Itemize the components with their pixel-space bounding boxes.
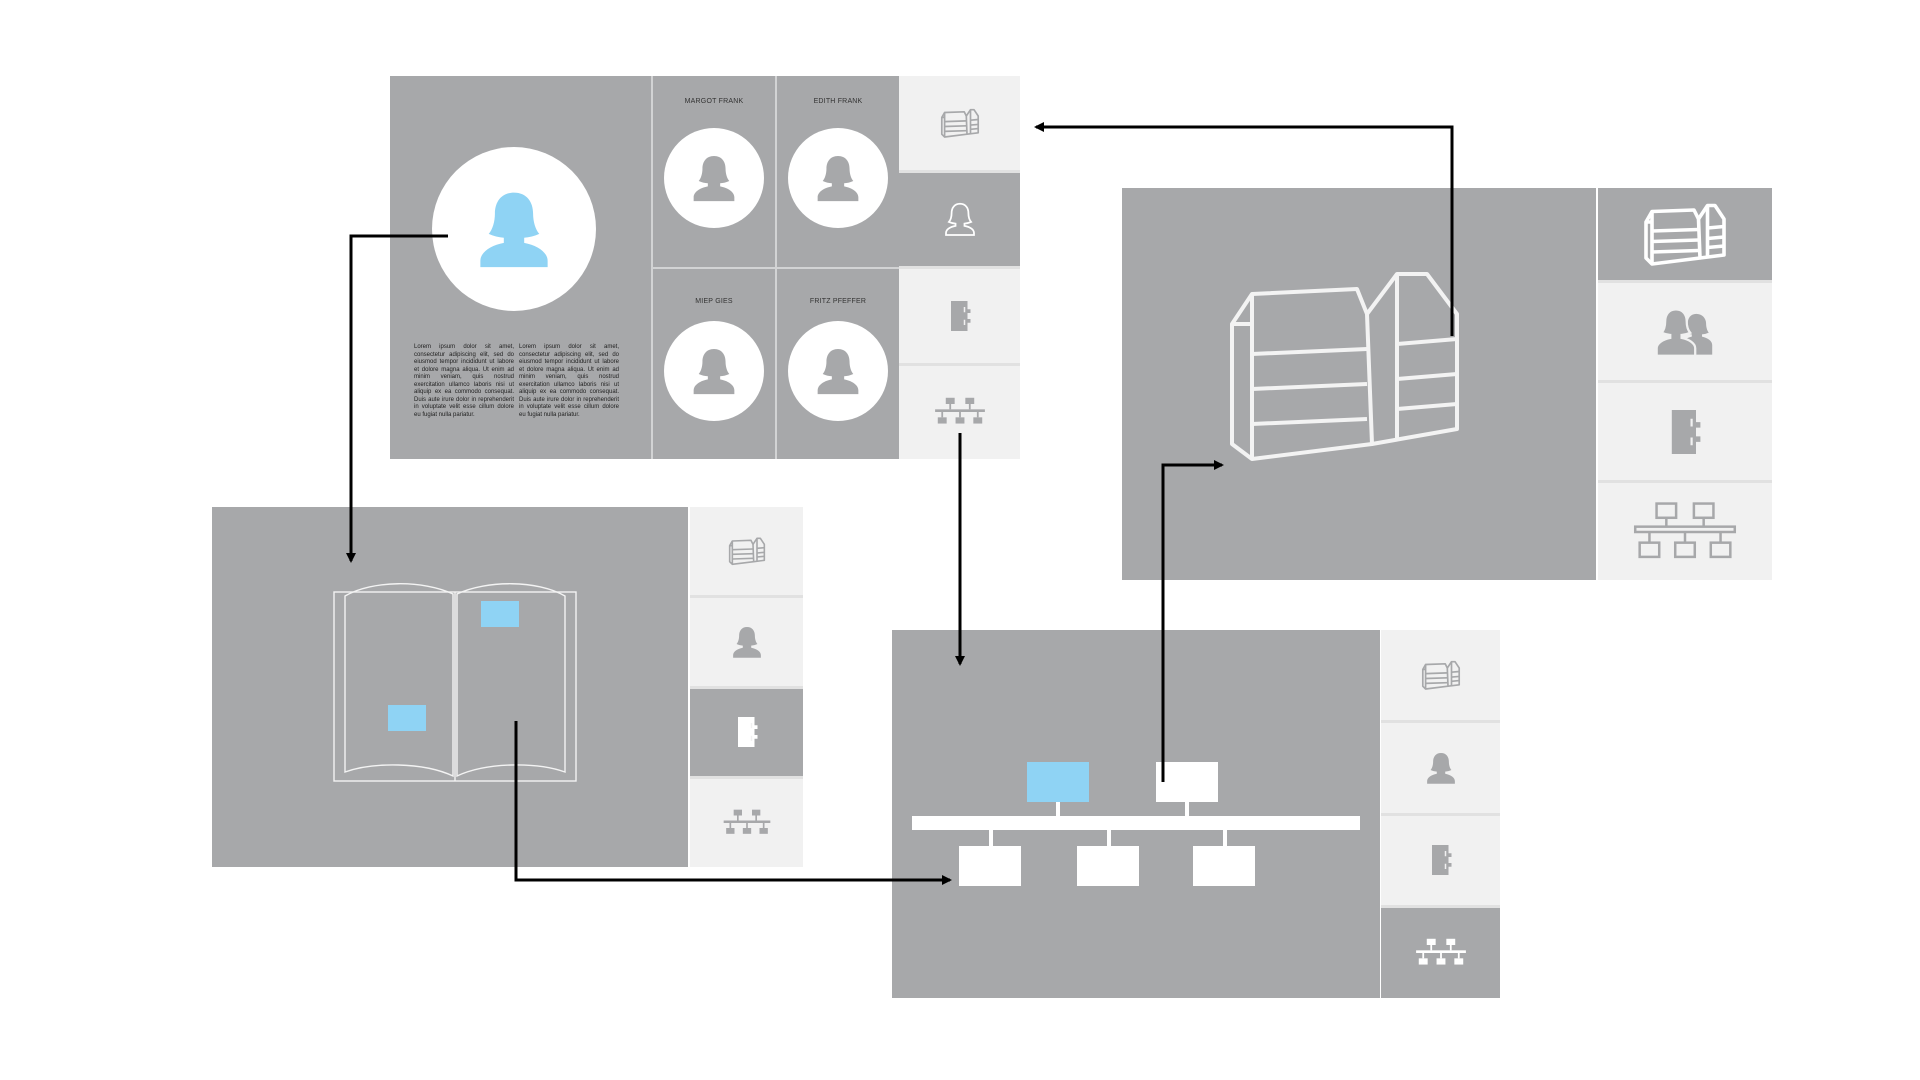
sidebar-screen-1 xyxy=(899,76,1020,459)
nav-notebook-button[interactable] xyxy=(899,269,1020,366)
person-name: MIEP GIES xyxy=(695,298,733,305)
bio-text-column-1: Lorem ipsum dolor sit amet, consectetur … xyxy=(414,344,514,418)
open-book-icon xyxy=(333,583,577,782)
person-card-edith-frank[interactable]: EDITH FRANK xyxy=(775,76,899,267)
person-name: FRITZ PFEFFER xyxy=(809,298,867,305)
person-avatar xyxy=(664,128,764,228)
nav-people-button[interactable] xyxy=(1598,283,1772,384)
highlight-marker[interactable] xyxy=(388,705,426,731)
arrow-network-to-building xyxy=(1161,460,1224,782)
sidebar-screen-3 xyxy=(690,507,803,867)
network-node-highlighted[interactable] xyxy=(1027,762,1089,802)
person-avatar xyxy=(788,321,888,421)
building-illustration-icon xyxy=(1230,272,1459,461)
sidebar-screen-4 xyxy=(1381,630,1500,998)
nav-network-button[interactable] xyxy=(1598,483,1772,581)
network-node[interactable] xyxy=(1077,846,1139,886)
nav-building-button[interactable] xyxy=(1598,188,1772,284)
nav-network-button[interactable] xyxy=(690,779,803,867)
person-card-miep-gies[interactable]: MIEP GIES xyxy=(651,267,775,459)
person-card-margot-frank[interactable]: MARGOT FRANK xyxy=(651,76,775,267)
highlight-marker[interactable] xyxy=(481,601,519,627)
nav-person-button[interactable] xyxy=(899,172,1020,269)
building-screen xyxy=(1122,188,1596,580)
bio-text-column-2: Lorem ipsum dolor sit amet, consectetur … xyxy=(519,344,619,418)
arrow-diary-to-network xyxy=(514,721,952,885)
nav-person-button[interactable] xyxy=(690,597,803,689)
network-diagram xyxy=(912,762,1360,886)
arrow-person-to-diary xyxy=(346,234,448,563)
network-screen xyxy=(892,630,1380,998)
nav-notebook-button[interactable] xyxy=(1598,383,1772,484)
diary-screen xyxy=(212,507,688,867)
person-name: EDITH FRANK xyxy=(813,98,863,105)
sidebar-screen-2 xyxy=(1598,188,1772,581)
person-name: MARGOT FRANK xyxy=(684,98,744,105)
nav-notebook-button[interactable] xyxy=(690,688,803,780)
nav-building-button[interactable] xyxy=(690,507,803,598)
main-profile-avatar[interactable] xyxy=(432,147,596,311)
nav-person-button[interactable] xyxy=(1381,722,1500,816)
network-node[interactable] xyxy=(959,846,1021,886)
nav-notebook-button[interactable] xyxy=(1381,815,1500,909)
network-node[interactable] xyxy=(1156,762,1218,802)
nav-building-button[interactable] xyxy=(1381,630,1500,723)
arrow-building-to-person xyxy=(1034,122,1454,336)
nav-building-button[interactable] xyxy=(899,76,1020,173)
network-bus xyxy=(912,816,1360,830)
person-avatar xyxy=(664,321,764,421)
person-card-fritz-pfeffer[interactable]: FRITZ PFEFFER xyxy=(775,267,899,459)
network-node[interactable] xyxy=(1193,846,1255,886)
nav-network-button[interactable] xyxy=(1381,908,1500,998)
person-avatar xyxy=(788,128,888,228)
